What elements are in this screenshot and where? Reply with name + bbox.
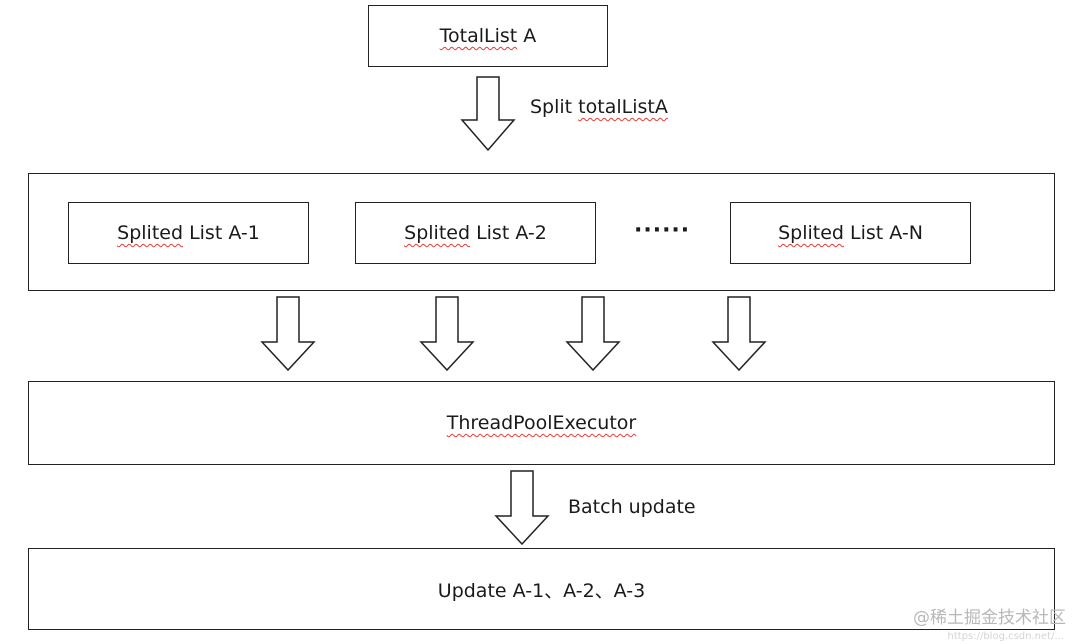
thread-pool-executor-box: ThreadPoolExecutor <box>28 381 1055 465</box>
totallist-box: TotalList A <box>368 5 608 67</box>
totallist-label-main: TotalList <box>439 25 518 47</box>
watermark: @稀土掘金技术社区 <box>913 608 1066 628</box>
split-arrow-icon <box>460 76 516 152</box>
splited-list-an-label-main: Splited <box>778 222 844 244</box>
watermark-url: https://blog.csdn.net/... <box>947 631 1064 642</box>
update-label: Update A-1、A-2、A-3 <box>437 579 646 602</box>
splited-list-a1-label-suffix: List A-1 <box>183 222 260 244</box>
update-box: Update A-1、A-2、A-3 <box>28 548 1055 630</box>
splited-list-an-label-suffix: List A-N <box>843 222 923 244</box>
splited-list-a2-label-suffix: List A-2 <box>470 222 547 244</box>
down-arrow-2-icon <box>419 296 475 372</box>
batch-update-label: Batch update <box>568 496 696 518</box>
down-arrow-1-icon <box>260 296 316 372</box>
totallist-label-suffix: A <box>517 25 537 47</box>
splited-list-a1-label: Splited List A-1 <box>117 222 260 244</box>
splited-list-an-label: Splited List A-N <box>778 222 923 244</box>
splited-list-a2-label: Splited List A-2 <box>404 222 547 244</box>
splited-list-a1-box: Splited List A-1 <box>68 202 309 264</box>
ellipsis: ······ <box>634 218 691 243</box>
thread-pool-executor-label: ThreadPoolExecutor <box>446 412 637 434</box>
down-arrow-4-icon <box>711 296 767 372</box>
splited-list-an-box: Splited List A-N <box>730 202 971 264</box>
batch-update-arrow-icon <box>494 470 550 546</box>
split-label: Split totalListA <box>530 96 668 118</box>
splited-list-a1-label-main: Splited <box>117 222 184 244</box>
splited-list-a2-label-main: Splited <box>404 222 471 244</box>
down-arrow-3-icon <box>565 296 621 372</box>
split-label-verb: Split <box>530 96 579 118</box>
splited-list-a2-box: Splited List A-2 <box>355 202 596 264</box>
totallist-label: TotalList A <box>440 25 537 47</box>
split-label-target: totalListA <box>578 96 668 118</box>
